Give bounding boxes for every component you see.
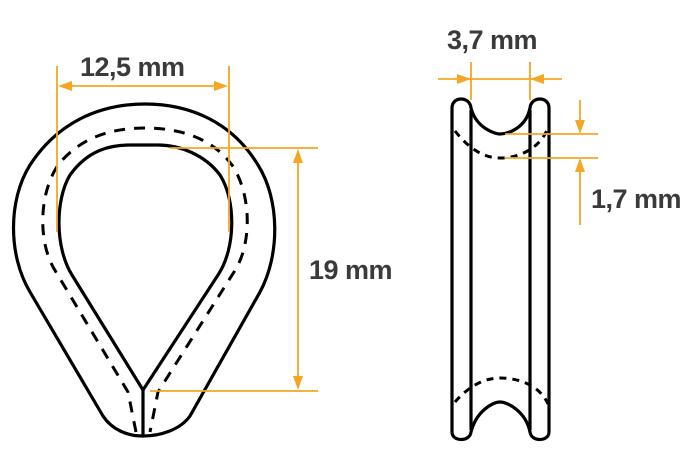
- thimble-front-view: [11, 102, 277, 438]
- side-width-label: 3,7 mm: [447, 25, 538, 55]
- front-width-label: 12,5 mm: [80, 52, 185, 82]
- side-groove-depth-label: 1,7 mm: [591, 184, 682, 214]
- thimble-side-view: [450, 97, 551, 442]
- side-dashed-lines: [453, 127, 550, 405]
- front-height-label: 19 mm: [309, 255, 393, 285]
- side-dimension-lines: [438, 62, 598, 225]
- front-dimension-lines: [56, 66, 318, 392]
- thimble-front-dashed-line: [41, 126, 249, 433]
